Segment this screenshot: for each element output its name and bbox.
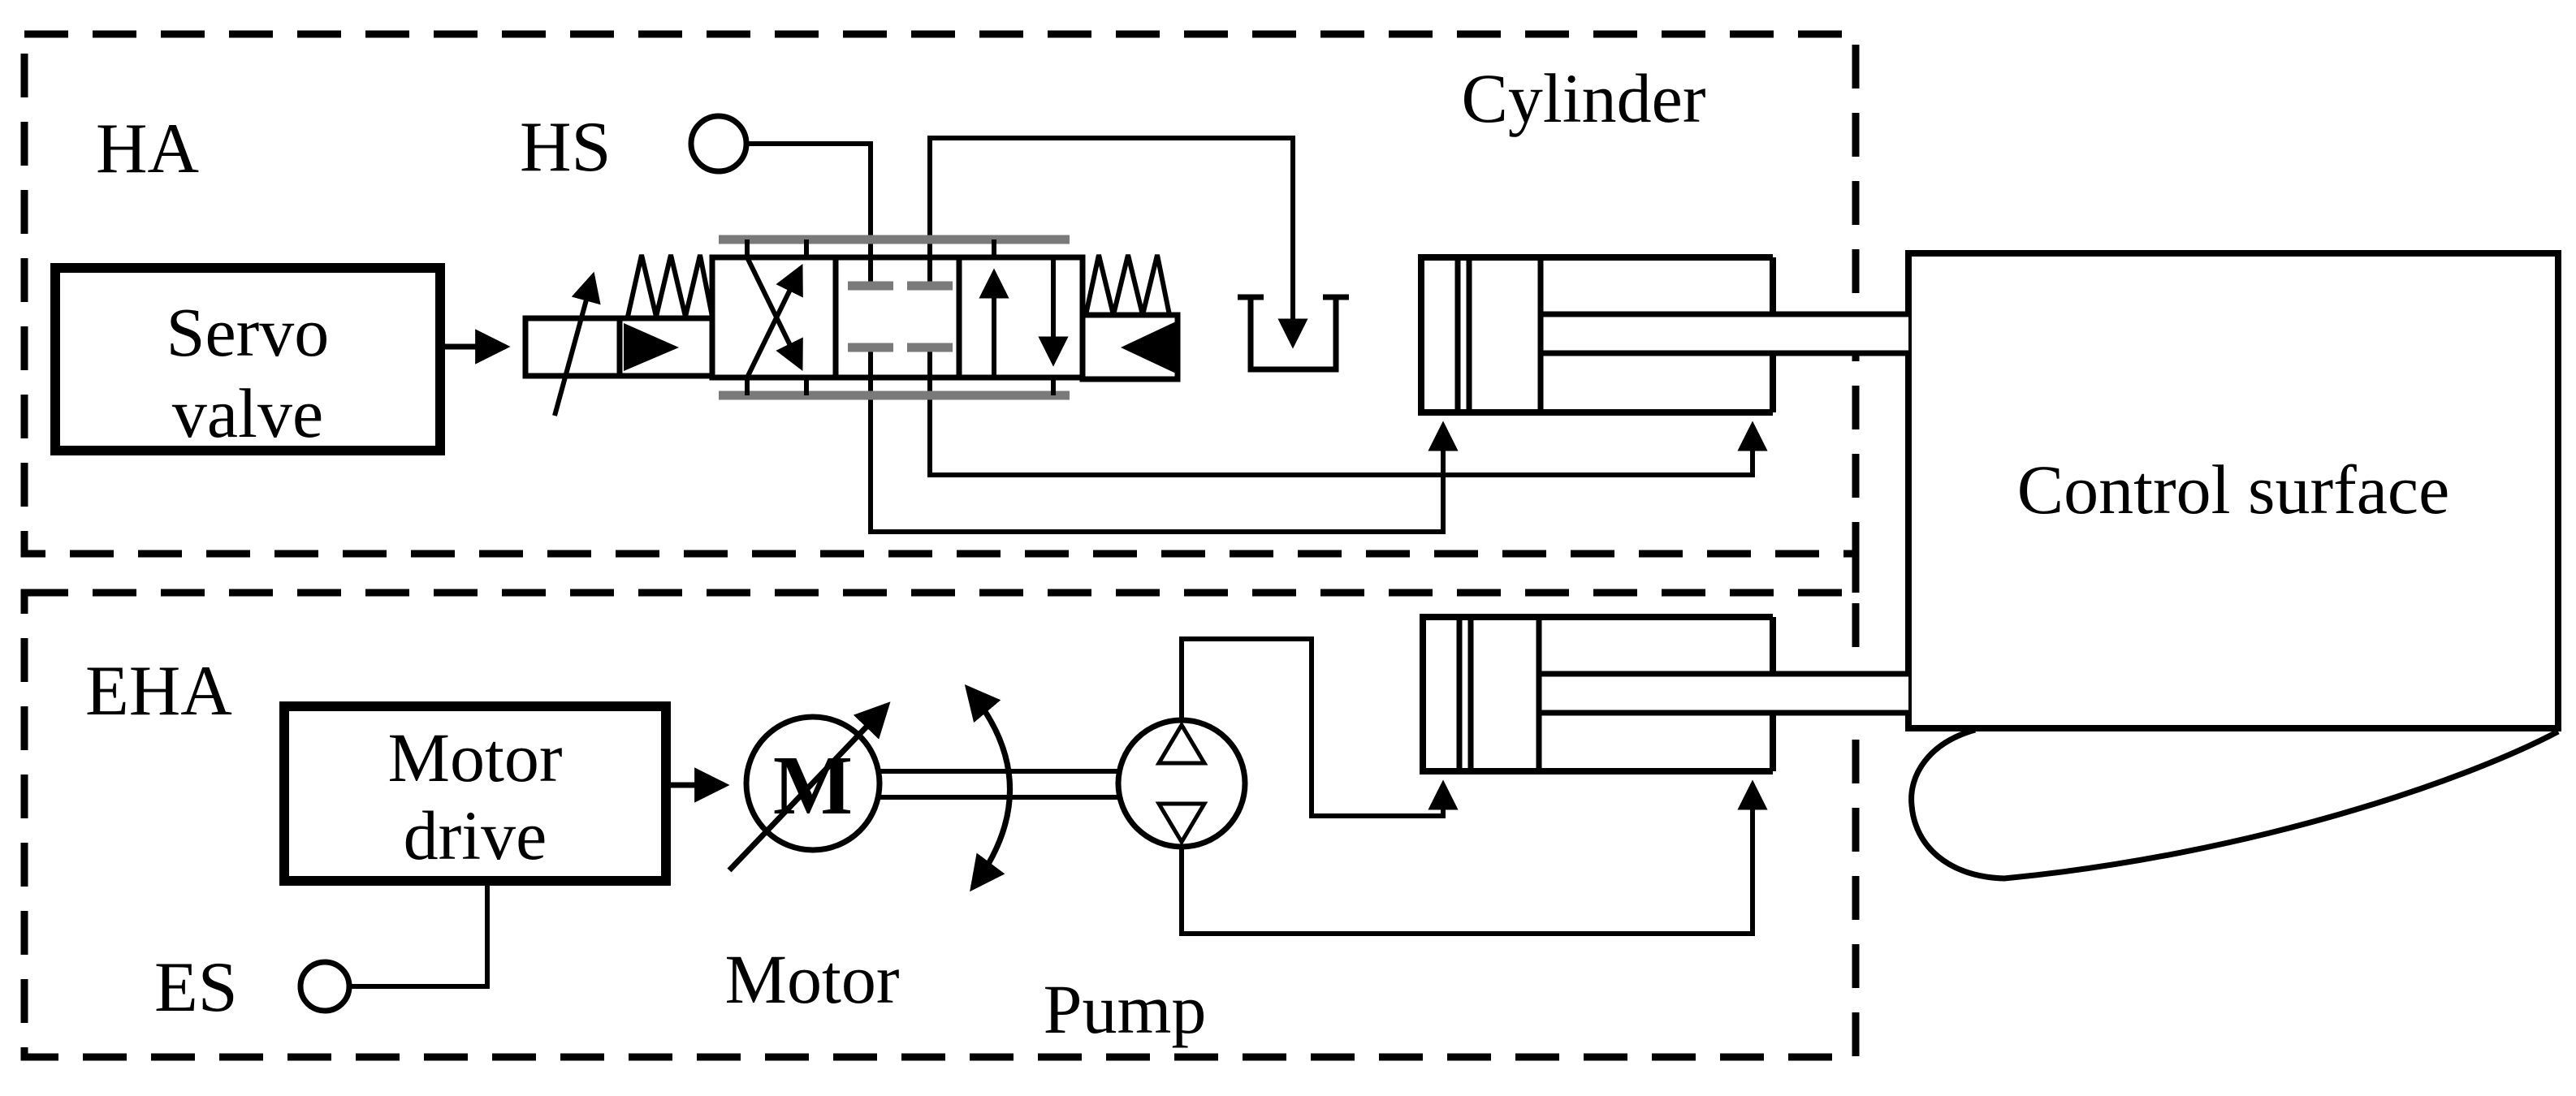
control-surface-flap-curve bbox=[1908, 727, 2560, 882]
servo-valve-label-line2: valve bbox=[172, 374, 323, 452]
hydraulic-supply-port-icon bbox=[688, 113, 750, 175]
cross-flow-arrow-down bbox=[745, 256, 803, 372]
solenoid-triangle-box-right bbox=[1079, 312, 1181, 382]
pump-bottom-to-cylinder-right-line bbox=[1179, 779, 1768, 936]
eha-cylinder-icon bbox=[1420, 614, 1908, 775]
valve-position-blocked-center bbox=[832, 254, 962, 381]
pump-top-to-cylinder-left-line bbox=[1179, 636, 1459, 818]
motor-circle bbox=[743, 714, 883, 853]
hydraulic-supply-label: HS bbox=[520, 108, 612, 187]
crossed-arrows-icon bbox=[745, 239, 809, 395]
valve-to-cylinder-left-line bbox=[868, 347, 1459, 534]
tank-walls bbox=[1247, 297, 1339, 373]
supply-line bbox=[746, 141, 873, 286]
blocked-center-icon bbox=[848, 281, 953, 352]
motor-drive-rect bbox=[279, 701, 671, 886]
eha-label: EHA bbox=[85, 652, 232, 731]
spring-right-icon bbox=[1083, 254, 1172, 316]
parallel-arrows-icon bbox=[979, 239, 1069, 395]
servo-valve-label-line1: Servo bbox=[166, 293, 330, 371]
spring-left-icon bbox=[625, 254, 715, 317]
ha-boundary-box bbox=[20, 30, 1860, 558]
electrical-supply-port-icon bbox=[297, 959, 352, 1014]
electrical-supply-label: ES bbox=[154, 948, 238, 1027]
motor-drive-label-line2: drive bbox=[404, 796, 547, 874]
cylinder-barrel bbox=[1420, 614, 1776, 775]
control-surface-body bbox=[1905, 250, 2561, 731]
solenoid-triangle-right-icon bbox=[1121, 321, 1176, 373]
servo-valve-rect bbox=[50, 263, 445, 455]
motor-drive-box: Motor drive bbox=[279, 701, 671, 886]
pump-triangle-up-icon bbox=[1155, 721, 1208, 766]
return-line-to-tank bbox=[927, 136, 1308, 349]
valve-position-parallel bbox=[956, 254, 1086, 381]
ha-cylinder-icon bbox=[1418, 254, 1908, 416]
eha-boundary-box bbox=[20, 589, 1860, 1061]
es-to-motor-drive-line bbox=[349, 881, 490, 989]
ha-hydraulic-lines bbox=[746, 136, 1768, 534]
proportional-arrow-icon bbox=[552, 271, 601, 416]
pump-label: Pump bbox=[1044, 970, 1207, 1048]
pump-icon bbox=[1115, 717, 1248, 850]
cylinder-label: Cylinder bbox=[1462, 59, 1706, 137]
eha-hydraulic-lines bbox=[1179, 636, 1768, 936]
control-surface: Control surface bbox=[1905, 250, 2561, 882]
directional-valve-icon bbox=[522, 235, 1181, 416]
motor-drive-label-line1: Motor bbox=[388, 718, 563, 796]
cross-flow-arrow-up bbox=[745, 263, 803, 379]
motor-label: Motor bbox=[725, 940, 900, 1018]
control-surface-label: Control surface bbox=[2017, 451, 2450, 529]
solenoid-triangle-left-icon bbox=[624, 323, 679, 371]
pump-circle bbox=[1115, 717, 1248, 850]
tank-icon bbox=[1238, 294, 1349, 373]
cylinder-barrel bbox=[1418, 254, 1776, 416]
motor-icon: M bbox=[727, 701, 1118, 873]
variable-motor-arrow-icon bbox=[727, 701, 891, 873]
pump-triangle-down-icon bbox=[1155, 801, 1208, 846]
servo-valve-box: Servo valve bbox=[50, 263, 511, 455]
valve-to-cylinder-right-line bbox=[927, 347, 1768, 477]
ha-label: HA bbox=[96, 110, 199, 188]
bidirectional-rotation-arrow-icon bbox=[964, 684, 1013, 892]
